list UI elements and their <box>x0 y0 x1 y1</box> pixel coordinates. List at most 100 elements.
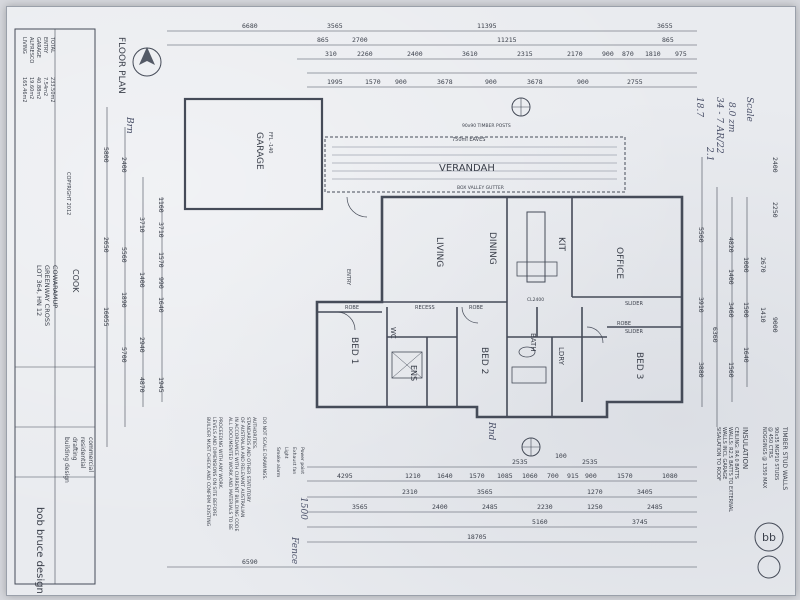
plan-label: GARAGE <box>35 37 41 58</box>
plan-label: WALLS INCL GARAGE <box>721 427 727 479</box>
plan-label: 5160 <box>532 518 548 526</box>
general-notes: BUILDER MUST CHECK AND CONFIRM EXISTING … <box>205 417 267 531</box>
room-ldry: LDRY <box>557 347 565 366</box>
plan-label: INSULATION <box>741 427 749 469</box>
blueprint-sheet: bob bruce design building design draftin… <box>6 6 796 596</box>
plan-label: ALL DOCUMENTED WORK AND MATERIALS TO BE <box>227 417 233 530</box>
plan-label: Scale <box>744 97 754 122</box>
plan-label: 3565 <box>327 22 343 30</box>
client-name: COOK <box>71 269 80 293</box>
plan-label: Rnd <box>486 421 496 441</box>
service-1: building design <box>63 437 70 483</box>
plan-label: 2260 <box>357 50 373 58</box>
area-table: LIVING 165.46m2 ALFRESCO 19.60m2 GARAGE … <box>21 36 55 103</box>
plan-label: 900 <box>485 78 497 86</box>
plan-label: Smoke alarm <box>275 447 281 478</box>
plan-label: Brn <box>124 116 134 134</box>
plan-label: NOGGINGS @ 1350 MAX <box>761 427 767 489</box>
plan-label: 1160 <box>157 197 165 213</box>
plan-label: 1640 <box>437 472 453 480</box>
plan-label: 4820 <box>727 237 735 253</box>
plan-label: 2940 <box>138 337 146 353</box>
plan-label: ALFRESCO <box>28 37 34 63</box>
plan-label: 18.7 <box>694 97 704 117</box>
plan-label: 3710 <box>157 222 165 238</box>
plan-label: 1080 <box>662 472 678 480</box>
plan-label: 900 <box>577 78 589 86</box>
handwritten-notes: Brn 2.1 34 - 7 AR/22 8.0 zm 18.7 Scale 1… <box>124 97 754 564</box>
plan-label: 3880 <box>697 362 705 378</box>
plan-label: 2250 <box>771 202 779 218</box>
plan-label: 865 <box>317 36 329 44</box>
plan-label: OF AUSTRALIA AND RELEVANT AUSTRALIAN <box>239 417 245 517</box>
room-verandah: VERANDAH <box>439 163 495 174</box>
plan-label: 975 <box>675 50 687 58</box>
estate-name: GREENWAY CROSS <box>43 265 51 326</box>
top-dimensions: 6680 3565 11395 3655 865 2700 11215 865 … <box>242 22 687 86</box>
plan-label: 1995 <box>327 78 343 86</box>
insulation-note: INSULATION CEILING: R4.0 BATTS WALLS: R2… <box>715 427 749 512</box>
plan-label: TOTAL <box>49 36 55 53</box>
room-ens: ENS <box>409 365 418 381</box>
plan-label: 90x35 MGP10 STUDS <box>773 427 779 480</box>
plan-label: 310 <box>325 50 337 58</box>
plan-label: 6680 <box>242 22 258 30</box>
plan-label: 870 <box>622 50 634 58</box>
outer-walls <box>315 195 684 419</box>
plan-label: 900 <box>585 472 597 480</box>
room-office: OFFICE <box>614 247 624 279</box>
verandah-area <box>324 136 626 193</box>
plan-label: 2170 <box>567 50 583 58</box>
plan-label: 1400 <box>727 269 735 285</box>
plan-label: Fence <box>289 536 299 564</box>
plan-label: 2400 <box>432 503 448 511</box>
plan-label: 2.1 <box>704 146 714 161</box>
lot-number: LOT 364, HN 12 <box>35 265 43 316</box>
plan-label: ENTRY <box>42 37 48 54</box>
plan-label: 2755 <box>627 78 643 86</box>
room-labels: LIVING DINING KIT OFFICE BED 1 BED 2 BED… <box>254 123 644 381</box>
plan-label: WALLS: R2.5 BATTS TO EXTERNAL <box>727 427 733 512</box>
plan-label: 700 <box>547 472 559 480</box>
verandah-hatch <box>332 146 617 180</box>
plan-label: 2310 <box>402 488 418 496</box>
bath-tub <box>511 366 547 384</box>
plan-label: 9000 <box>771 317 779 333</box>
plan-label: 3710 <box>138 217 146 233</box>
top-dimension-lines <box>167 30 697 88</box>
shower <box>391 351 423 379</box>
plan-label: 3745 <box>632 518 648 526</box>
plan-label: 1500 <box>298 497 308 520</box>
plan-label: 1810 <box>645 50 661 58</box>
floor-plan-drawing: bob bruce design building design draftin… <box>14 22 788 594</box>
plan-label: 11395 <box>477 22 497 30</box>
plan-label: SLIDER <box>625 329 643 335</box>
plan-label: FFL -140 <box>267 132 273 153</box>
room-bed1: BED 1 <box>349 337 359 364</box>
plan-label: 2315 <box>517 50 533 58</box>
plan-label: 100 <box>555 452 567 460</box>
plan-label: 1000 <box>742 257 750 273</box>
left-dimensions: 5800 2650 16055 2400 5560 1890 5700 3710… <box>102 147 165 393</box>
plan-label: STANDARDS AND OTHER STATUTORY <box>245 417 251 502</box>
plan-label: 1270 <box>587 488 603 496</box>
copyright: COPYRIGHT 2012 <box>65 172 71 215</box>
room-bed2: BED 2 <box>479 347 489 374</box>
plan-label: 900 <box>395 78 407 86</box>
plan-label: 2400 <box>771 157 779 173</box>
room-dining: DINING <box>487 232 497 265</box>
plan-label: 6590 <box>242 558 258 566</box>
structure-group <box>14 28 784 585</box>
plan-label: CEILING: R4.0 BATTS <box>733 427 739 479</box>
plan-label: SLIDER <box>625 301 643 307</box>
plan-label: 2230 <box>537 503 553 511</box>
garage-walls <box>183 97 324 211</box>
plan-label: 233.50m2 <box>49 77 55 103</box>
plan-label: 1640 <box>157 297 165 313</box>
company-name: bob bruce design <box>34 507 45 594</box>
plan-label: 2650 <box>102 237 110 253</box>
plan-label: 5560 <box>697 227 705 243</box>
plan-label: BUILDER MUST CHECK AND CONFIRM EXISTING <box>205 417 211 527</box>
cooktop <box>516 261 558 277</box>
room-garage: GARAGE <box>254 132 264 170</box>
